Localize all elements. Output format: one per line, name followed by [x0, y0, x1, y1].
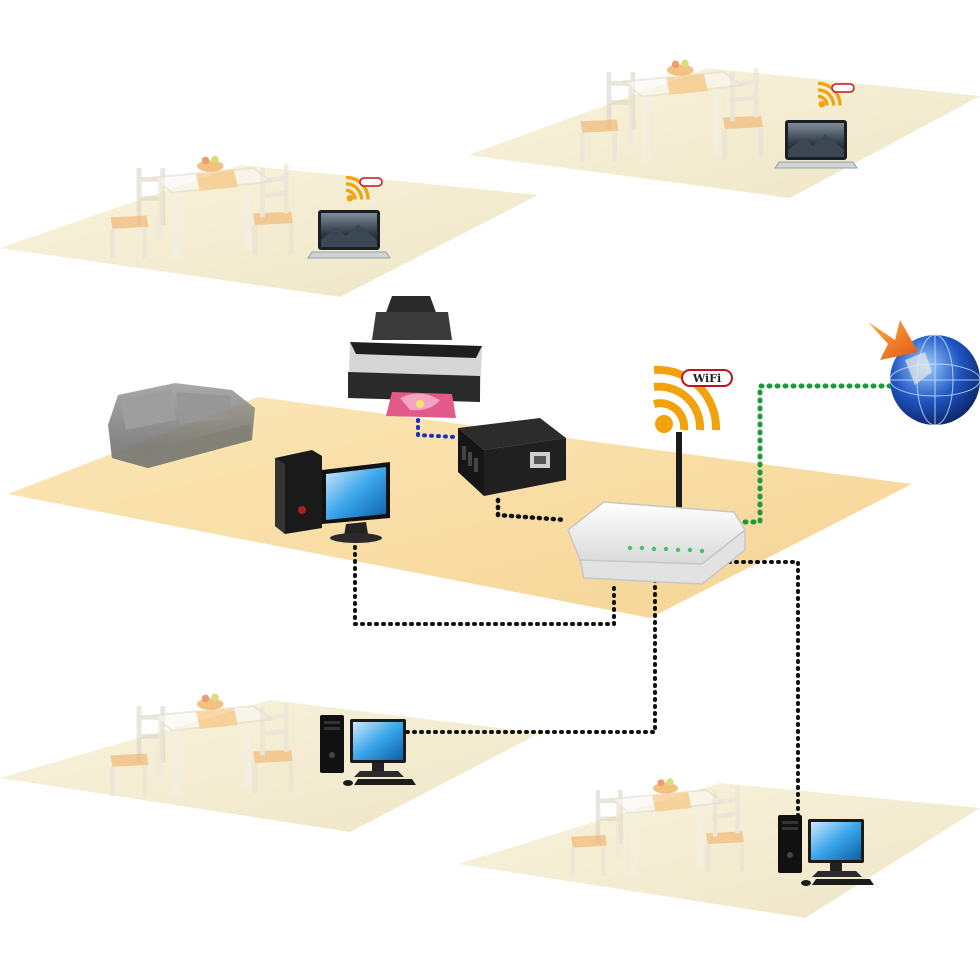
cable-lan-desktop	[353, 538, 616, 626]
room-lower-left	[0, 694, 540, 832]
printer-icon	[348, 296, 482, 418]
wifi-badge: WiFi	[681, 369, 733, 387]
wifi-signal-icon	[816, 81, 855, 110]
wifi-signal-icon	[344, 175, 383, 204]
cable-lan-print-server	[495, 497, 569, 523]
cable-usb-printer	[416, 418, 457, 439]
router-icon	[567, 432, 746, 585]
wifi-badge-label: WiFi	[692, 372, 721, 385]
arrow-icon	[868, 320, 918, 360]
desktop-pc-icon	[275, 450, 390, 543]
cable-wan-internet	[742, 383, 893, 525]
room-lower-right	[458, 778, 980, 918]
cable-lan-lower-right	[713, 560, 800, 824]
sofa-icon	[108, 383, 255, 468]
globe-icon	[889, 334, 980, 426]
room-upper-left	[0, 156, 538, 297]
cable-lan-lower-left	[396, 578, 657, 734]
print-server-icon	[458, 418, 566, 496]
room-upper-right	[468, 60, 980, 198]
